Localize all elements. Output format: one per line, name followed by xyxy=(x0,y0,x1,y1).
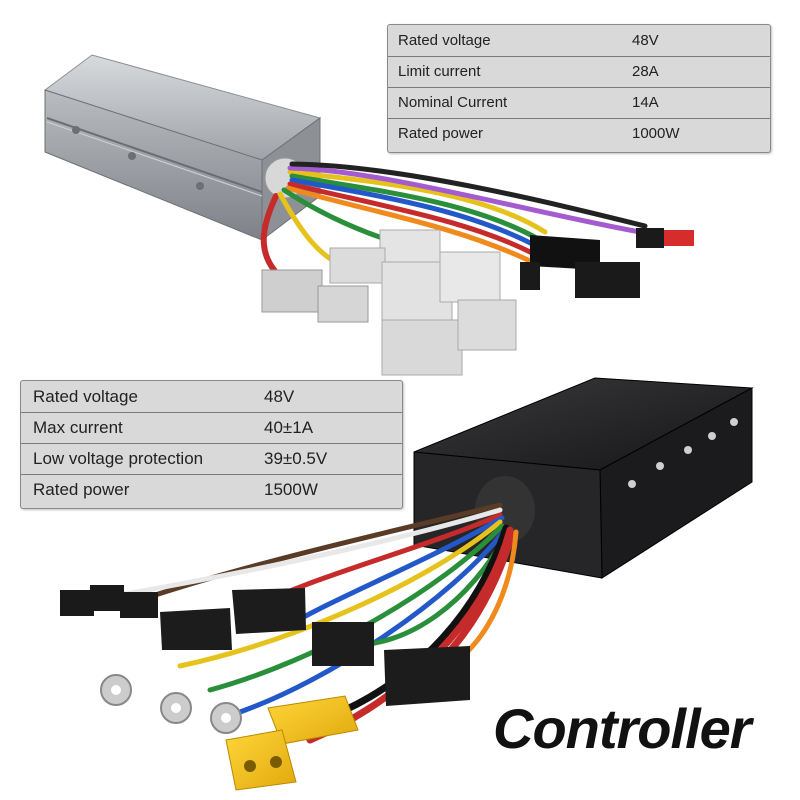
product-caption: Controller xyxy=(493,697,752,760)
spec-value: 48V xyxy=(632,32,659,49)
spec-label: Rated voltage xyxy=(398,32,491,49)
spec-value: 39±0.5V xyxy=(264,449,328,468)
spec-row: Rated voltage 48V xyxy=(388,25,770,57)
spec-row: Nominal Current 14A xyxy=(388,87,770,119)
black-controller-image xyxy=(413,377,754,579)
spec-value: 1500W xyxy=(264,480,318,499)
spec-label: Rated voltage xyxy=(33,387,138,406)
spec-value: 40±1A xyxy=(264,418,314,437)
spec-table-bottom: Rated voltage 48V Max current 40±1A Low … xyxy=(20,380,403,509)
spec-row: Rated power 1000W xyxy=(388,118,770,149)
spec-row: Low voltage protection 39±0.5V xyxy=(21,443,402,475)
silver-connectors-image xyxy=(261,228,694,376)
spec-label: Nominal Current xyxy=(398,94,508,111)
spec-value: 48V xyxy=(264,387,295,406)
spec-label: Max current xyxy=(33,418,123,437)
spec-value: 14A xyxy=(632,94,659,111)
spec-table-top: Rated voltage 48V Limit current 28A Nomi… xyxy=(387,24,771,153)
spec-label: Rated power xyxy=(33,480,130,499)
spec-value: 28A xyxy=(632,63,659,80)
xt-power-connector-image xyxy=(225,695,359,791)
spec-row: Rated voltage 48V xyxy=(21,381,402,413)
spec-row: Max current 40±1A xyxy=(21,412,402,444)
silver-controller-image xyxy=(43,54,322,242)
silver-wire-harness-image xyxy=(260,161,648,288)
spec-row: Rated power 1500W xyxy=(21,474,402,505)
spec-label: Rated power xyxy=(398,125,484,142)
spec-label: Limit current xyxy=(398,63,481,80)
black-connectors-image xyxy=(60,585,470,734)
spec-label: Low voltage protection xyxy=(33,449,204,468)
spec-row: Limit current 28A xyxy=(388,56,770,88)
spec-value: 1000W xyxy=(632,125,680,142)
